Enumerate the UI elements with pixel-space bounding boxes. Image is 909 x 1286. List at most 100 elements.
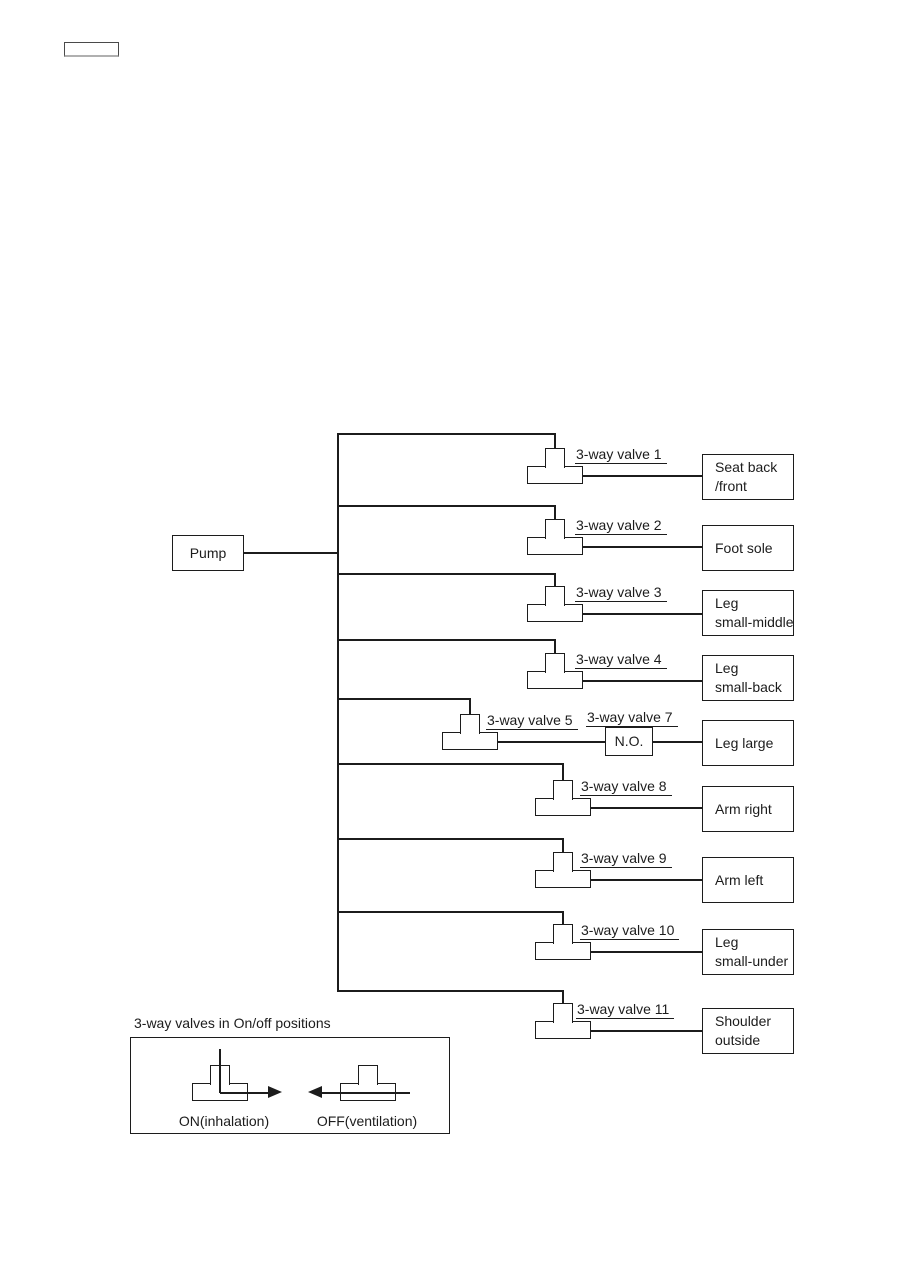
valve-label: 3-way valve 8 [580,779,672,796]
valve-outlet-line [591,1030,702,1032]
pump-label: Pump [189,544,227,561]
valve-body [442,732,498,750]
legend-on-inlet-line [219,1049,221,1093]
air-cell-label: Leg [715,595,739,611]
air-cell-label: Shoulder [715,1013,772,1029]
three-way-valve-icon [535,924,591,960]
air-cell-label: small-middle [715,614,794,630]
valve-stem [545,586,565,606]
three-way-valve-icon [527,448,583,484]
trunk-line [337,433,339,992]
valve-label: 3-way valve 3 [575,585,667,602]
air-cell-box: Leg small-middle [702,590,794,636]
three-way-valve-icon [527,519,583,555]
valve-outlet-line [591,807,702,809]
air-cell-box: Foot sole [702,525,794,571]
legend-off-flow-line [322,1092,410,1094]
valve-outlet-line [583,680,702,682]
three-way-valve-icon [527,653,583,689]
valve-inlet-line [554,433,556,449]
valve-inlet-line [554,573,556,587]
air-cell-box: Leg small-back [702,655,794,701]
valve-label: 3-way valve 10 [580,923,680,940]
right-arrowhead-icon [268,1086,282,1098]
valve-stem [460,714,480,734]
valve-inlet-line [554,639,556,654]
valve-inlet-line [562,838,564,853]
valve-stem [358,1065,378,1085]
legend-title: 3-way valves in On/off positions [134,1015,331,1031]
pump-to-trunk-line [244,552,338,554]
air-cell-label: /front [715,478,747,494]
branch-line [338,433,556,435]
valve-outlet-line [591,951,702,953]
air-cell-box: Leg large [702,720,794,766]
three-way-valve-icon [535,780,591,816]
air-cell-label: Arm left [715,871,764,888]
air-cell-label: Seat back [715,459,778,475]
valve-body [527,466,583,484]
valve-label: 3-way valve 11 [576,1002,675,1019]
branch-line [338,838,564,840]
left-arrowhead-icon [308,1086,322,1098]
valve-stem [545,448,565,468]
valve-body [527,671,583,689]
air-cell-box: Leg small-under [702,929,794,975]
air-cell-label: small-back [715,679,782,695]
valve-outlet-line [498,741,605,743]
valve-body [535,798,591,816]
valve-stem [545,653,565,673]
normally-open-label: N.O. [614,733,644,749]
normally-open-valve-box: N.O. [605,727,653,756]
air-cell-label: small-under [715,953,789,969]
valve-outlet-line [583,613,702,615]
air-cell-label: Arm right [715,800,772,817]
valve-outlet-line [653,741,702,743]
air-cell-label: Leg [715,660,739,676]
valve-body [527,537,583,555]
valve-body [535,870,591,888]
valve-stem [553,780,573,800]
three-way-valve-icon [527,586,583,622]
secondary-valve-label: 3-way valve 7 [586,710,678,727]
branch-line [338,505,556,507]
branch-line [338,639,556,641]
valve-label: 3-way valve 2 [575,518,667,535]
valve-outlet-line [583,475,702,477]
three-way-valve-icon [535,852,591,888]
branch-line [338,763,564,765]
branch-line [338,573,556,575]
legend-on-label: ON(inhalation) [178,1113,270,1129]
air-cell-label: outside [715,1032,761,1048]
branch-line [338,911,564,913]
valve-stem [553,924,573,944]
valve-label: 3-way valve 9 [580,851,672,868]
valve-stem [545,519,565,539]
branch-line [338,990,564,992]
air-cell-label: Leg large [715,734,774,751]
valve-inlet-line [469,698,471,715]
valve-stem [553,852,573,872]
legend-on-flow-line [220,1092,268,1094]
legend-valve-off-icon [340,1065,396,1101]
valve-inlet-line [554,505,556,520]
pump-box: Pump [172,535,244,571]
legend-frame [130,1037,450,1134]
valve-body [527,604,583,622]
air-cell-box: Shoulder outside [702,1008,794,1054]
air-cell-label: Leg [715,934,739,950]
valve-outlet-line [591,879,702,881]
valve-body [535,1021,591,1039]
valve-label: 3-way valve 1 [575,447,667,464]
air-cell-box: Arm left [702,857,794,903]
three-way-valve-icon [535,1003,591,1039]
branch-line [338,698,471,700]
air-cell-label: Foot sole [715,539,773,556]
legend-off-label: OFF(ventilation) [316,1113,418,1129]
valve-inlet-line [562,911,564,925]
valve-inlet-line [562,763,564,781]
three-way-valve-icon [442,714,498,750]
air-cell-box: Arm right [702,786,794,832]
valve-stem [553,1003,573,1023]
